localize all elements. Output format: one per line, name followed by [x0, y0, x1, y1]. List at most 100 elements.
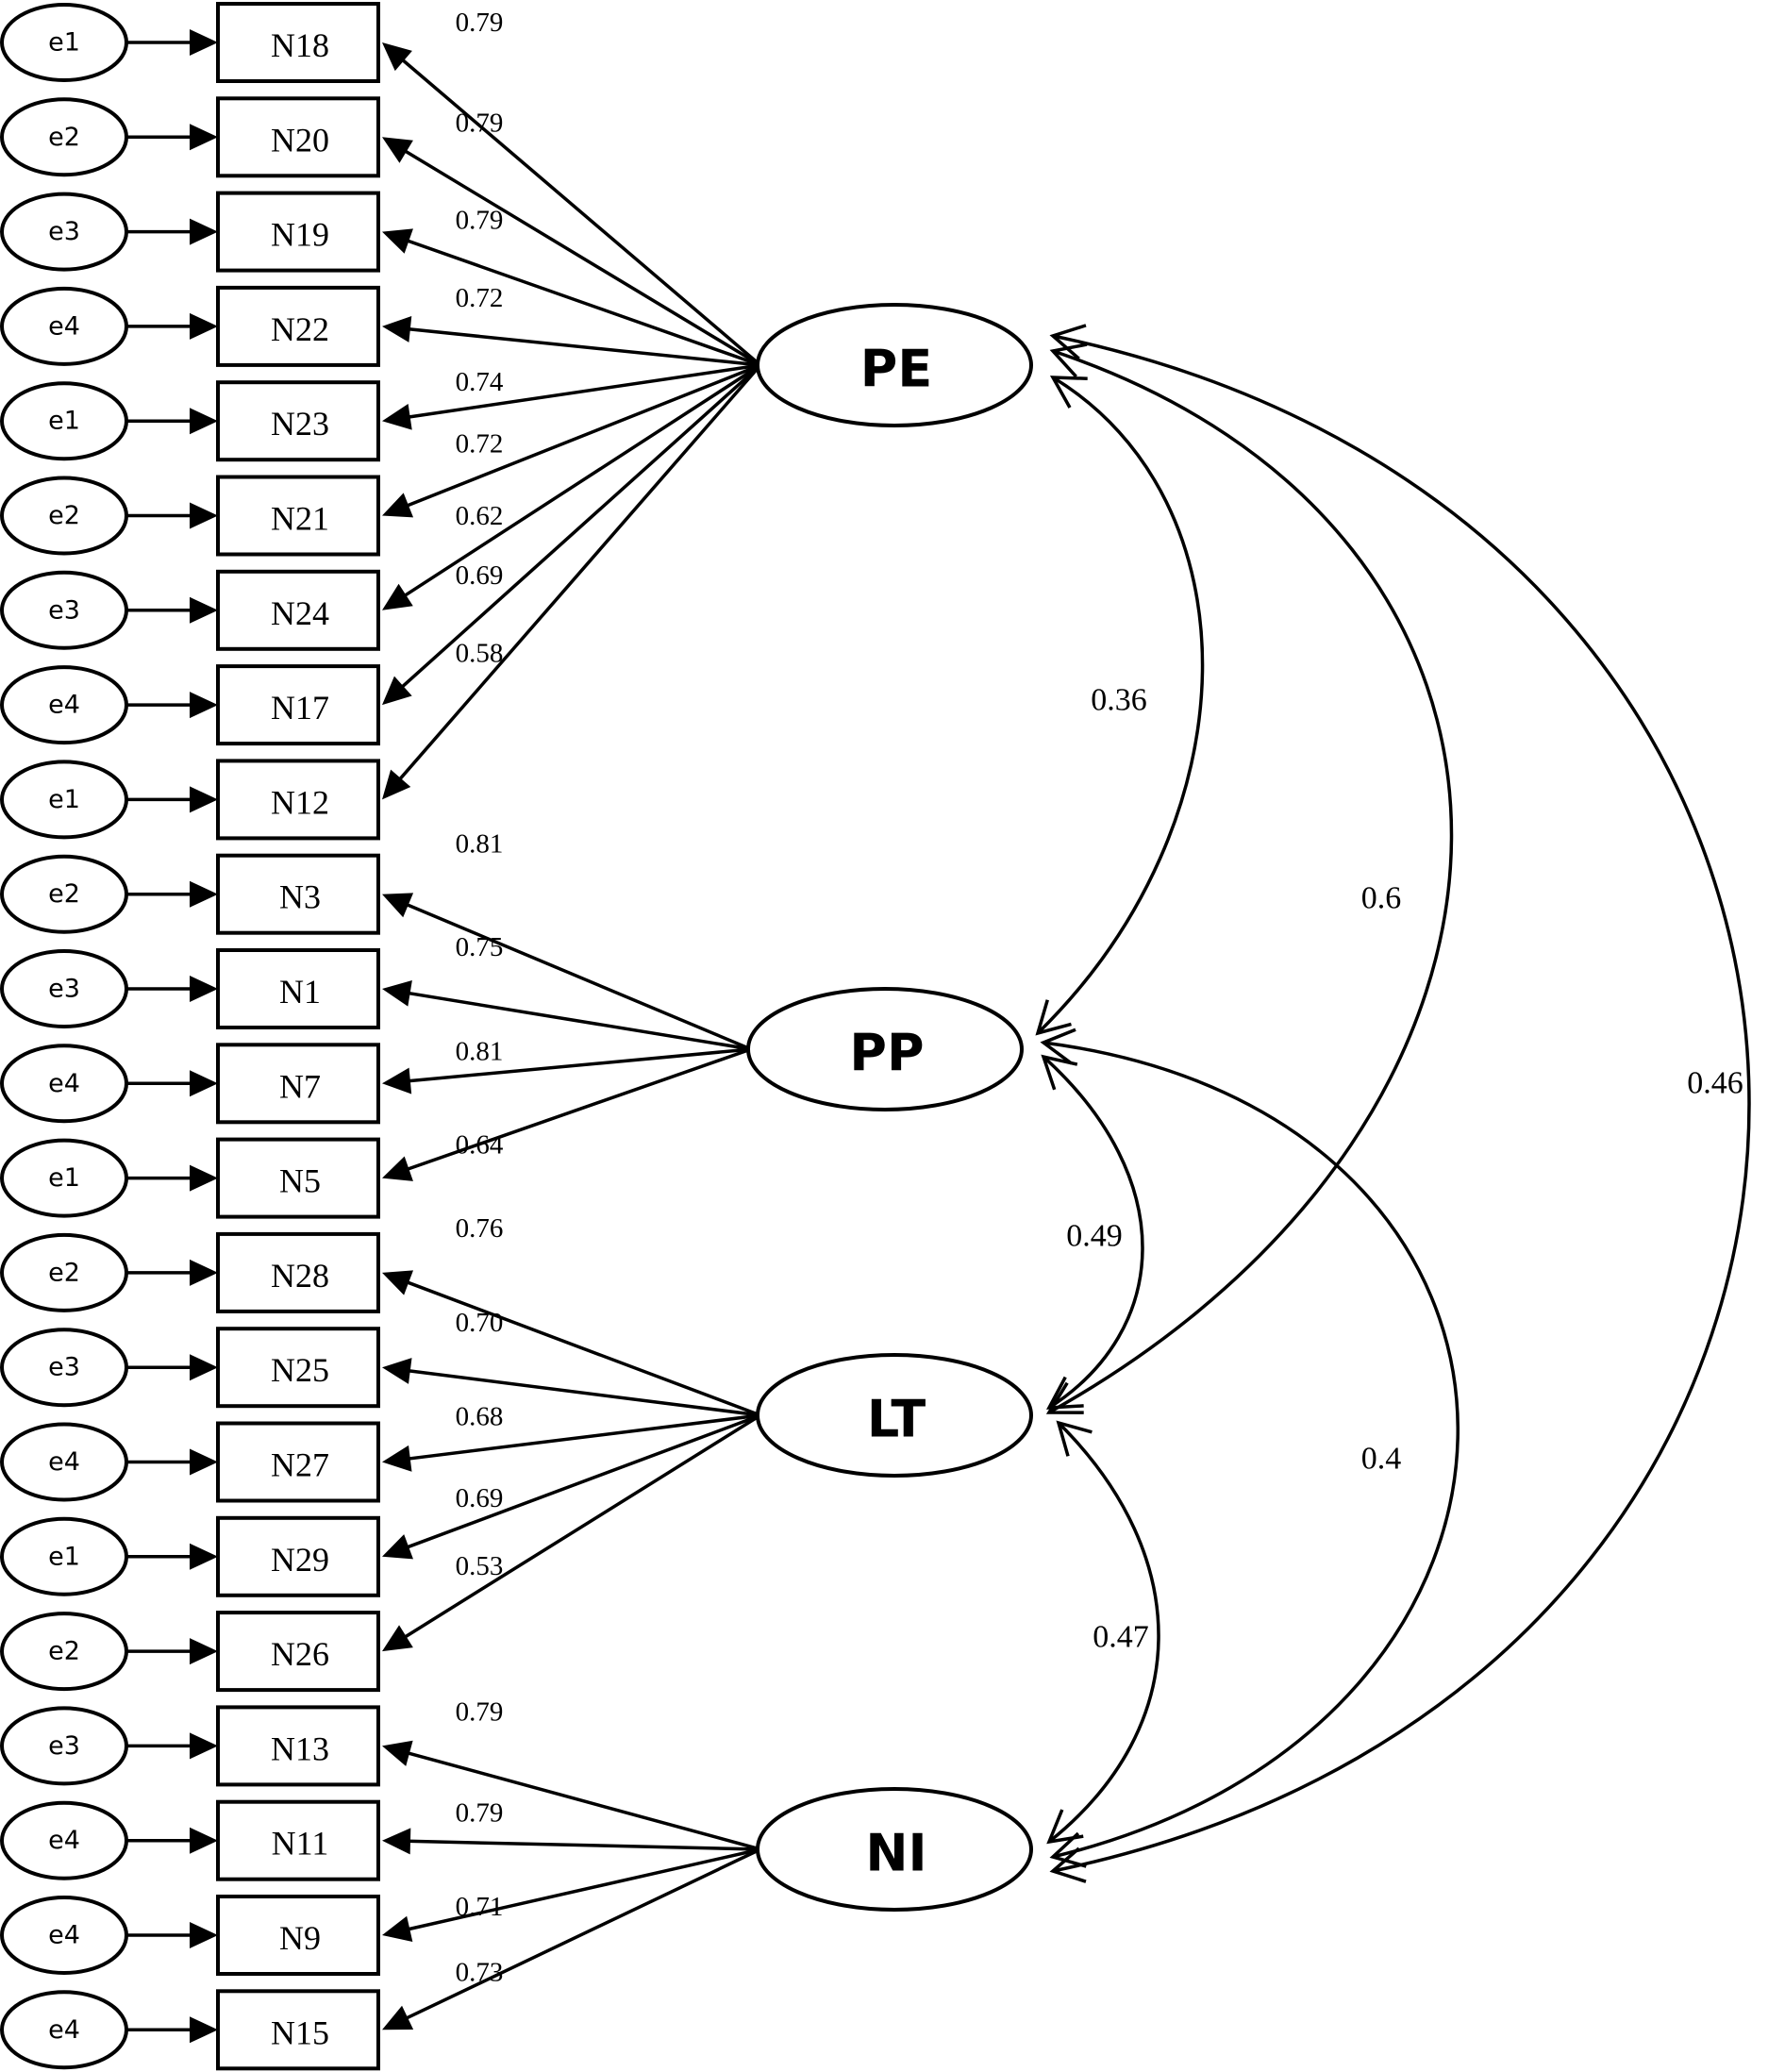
latent-factor-ellipse: [756, 1353, 1033, 1478]
loading-path-line: [406, 1839, 761, 1851]
loading-path-arrowhead: [382, 1067, 412, 1094]
loading-path-line: [404, 902, 752, 1051]
error-term-label: e4: [48, 1921, 80, 1950]
error-path-arrowhead: [190, 596, 218, 624]
indicator-label: N25: [271, 1351, 329, 1389]
indicator-box: [216, 285, 380, 367]
loading-path-line: [402, 1413, 761, 1640]
error-path-arrowhead: [190, 786, 218, 813]
indicator-label: N1: [279, 973, 321, 1011]
indicator-box: [216, 853, 380, 935]
loading-value-label: 0.68: [456, 1402, 504, 1432]
loading-path-line: [405, 1847, 761, 1931]
error-term-label: e1: [48, 1542, 80, 1571]
indicator-label: N13: [271, 1729, 329, 1767]
error-term-label: e3: [48, 217, 80, 246]
latent-factor-ellipse: [746, 987, 1024, 1111]
indicator-label: N5: [279, 1162, 321, 1200]
indicator-box: [216, 96, 380, 178]
indicator-box: [216, 2, 380, 83]
error-term-ellipse: [0, 476, 128, 556]
error-path-arrowhead: [190, 1070, 218, 1097]
indicator-box: [216, 1989, 380, 2071]
indicator-label: N17: [271, 689, 329, 727]
indicator-label: N19: [271, 216, 329, 254]
error-term-ellipse: [0, 381, 128, 461]
loading-value-label: 0.79: [456, 8, 504, 38]
loading-path-line: [406, 1368, 761, 1417]
indicator-box: [216, 1895, 380, 1976]
indicator-box: [216, 569, 380, 651]
error-term-ellipse: [0, 286, 128, 366]
covariance-arrowhead: [1049, 1846, 1087, 1883]
error-term-label: e4: [48, 311, 80, 341]
loading-path-arrowhead: [382, 1534, 414, 1560]
indicator-label: N20: [271, 121, 329, 159]
loading-path-line: [406, 326, 761, 367]
indicator-label: N12: [271, 783, 329, 821]
loading-path-line: [403, 1847, 761, 2021]
loading-path-line: [402, 148, 761, 367]
indicator-label: N18: [271, 26, 329, 64]
error-term-ellipse: [0, 1232, 128, 1312]
error-path-arrowhead: [190, 408, 218, 435]
loading-path-arrowhead: [382, 1445, 412, 1472]
loading-path-arrowhead: [382, 403, 412, 430]
indicator-box: [216, 759, 380, 841]
error-term-ellipse: [0, 97, 128, 177]
error-term-label: e3: [48, 975, 80, 1004]
loading-value-label: 0.62: [456, 501, 504, 531]
loading-value-label: 0.64: [456, 1130, 504, 1161]
loading-path-arrowhead: [382, 1270, 414, 1295]
error-term-label: e2: [48, 879, 80, 909]
indicator-label: N27: [271, 1446, 329, 1484]
indicator-label: N26: [271, 1635, 329, 1673]
covariance-arrowhead: [1049, 1831, 1087, 1868]
indicator-label: N29: [271, 1541, 329, 1579]
indicator-label: N23: [271, 405, 329, 443]
loading-value-label: 0.76: [456, 1213, 504, 1244]
error-term-label: e4: [48, 2015, 80, 2045]
loading-path-arrowhead: [382, 1625, 413, 1652]
indicator-box: [216, 1421, 380, 1503]
covariance-arrowhead: [1045, 1381, 1084, 1414]
indicator-box: [216, 1137, 380, 1219]
error-term-ellipse: [0, 1422, 128, 1502]
error-term-label: e4: [48, 1826, 80, 1855]
error-term-ellipse: [0, 3, 128, 82]
error-path-arrowhead: [190, 1354, 218, 1381]
error-term-label: e1: [48, 407, 80, 436]
loading-path-line: [404, 1279, 761, 1417]
indicator-label: N22: [271, 310, 329, 348]
covariance-value-label: 0.49: [1066, 1219, 1123, 1254]
indicator-label: N9: [279, 1919, 321, 1957]
error-term-ellipse: [0, 192, 128, 272]
error-term-label: e1: [48, 28, 80, 58]
error-term-ellipse: [0, 949, 128, 1028]
covariance-value-label: 0.46: [1687, 1066, 1743, 1101]
covariance-arrowhead: [1045, 1376, 1084, 1410]
error-term-label: e4: [48, 1069, 80, 1098]
loading-path-arrowhead: [382, 1915, 413, 1943]
error-term-label: e1: [48, 1163, 80, 1193]
loading-path-line: [404, 1047, 752, 1172]
latent-factor-label: PP: [849, 1024, 924, 1083]
error-term-label: e3: [48, 1731, 80, 1761]
error-path-arrowhead: [190, 29, 218, 56]
error-path-arrowhead: [190, 2016, 218, 2044]
indicator-box: [216, 664, 380, 746]
error-term-label: e2: [48, 501, 80, 530]
covariance-arc: [1042, 1055, 1144, 1410]
loading-path-arrowhead: [382, 42, 412, 72]
loading-path-line: [404, 1413, 761, 1550]
error-path-arrowhead: [190, 880, 218, 908]
error-path-arrowhead: [190, 1638, 218, 1665]
loading-path-arrowhead: [382, 228, 413, 254]
indicator-label: N28: [271, 1257, 329, 1295]
error-path-arrowhead: [190, 312, 218, 340]
loading-path-line: [406, 991, 752, 1051]
covariance-arc: [1036, 376, 1205, 1035]
error-term-label: e2: [48, 123, 80, 152]
loading-path-arrowhead: [382, 316, 412, 343]
